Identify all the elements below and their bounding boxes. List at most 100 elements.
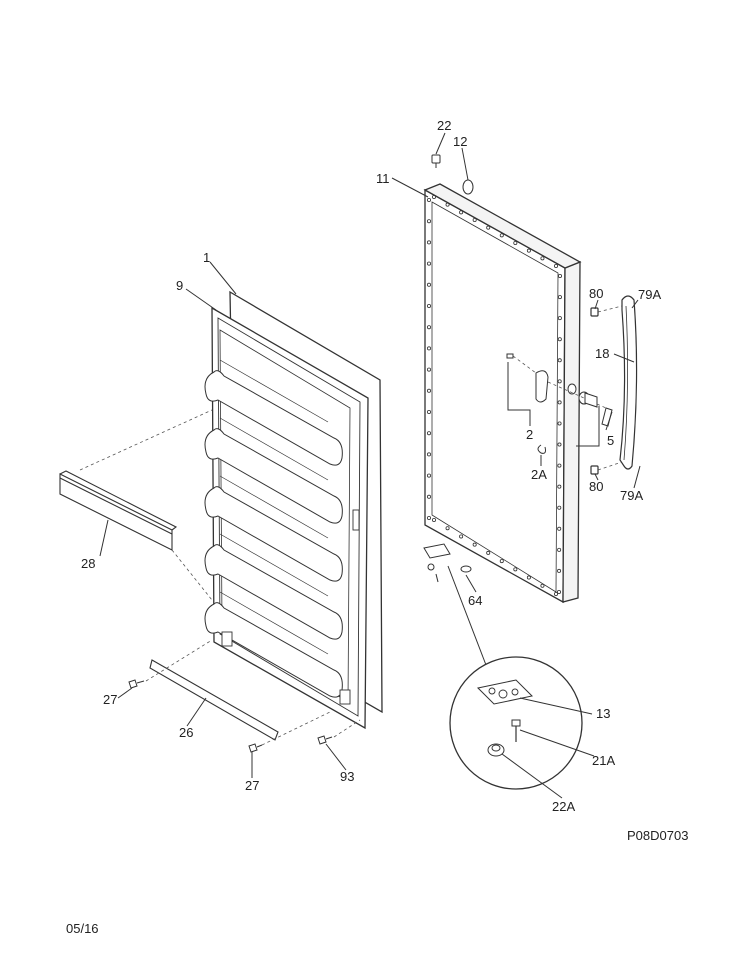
mounting-hole xyxy=(431,194,436,199)
mounting-hole xyxy=(472,217,477,222)
mounting-hole xyxy=(486,550,491,555)
door-shelf xyxy=(204,370,343,466)
mounting-hole xyxy=(557,379,562,384)
screws xyxy=(128,679,333,753)
mounting-hole xyxy=(426,282,431,287)
mounting-hole xyxy=(426,388,431,393)
mounting-hole xyxy=(557,505,562,510)
shelf-bar xyxy=(59,470,178,551)
mounting-hole xyxy=(557,316,562,321)
mounting-hole xyxy=(426,409,431,414)
label-27-left: 27 xyxy=(103,692,117,707)
label-80-bottom: 80 xyxy=(589,479,603,494)
label-80-top: 80 xyxy=(589,286,603,301)
door-handle xyxy=(590,295,638,475)
mounting-hole xyxy=(526,575,531,580)
mounting-hole xyxy=(426,303,431,308)
mounting-hole xyxy=(499,559,504,564)
mounting-hole xyxy=(557,400,562,405)
label-27-bottom: 27 xyxy=(245,778,259,793)
mounting-hole xyxy=(557,526,562,531)
mounting-hole xyxy=(426,346,431,351)
mounting-hole xyxy=(557,358,562,363)
door-shelf-edge xyxy=(219,475,329,539)
mounting-hole xyxy=(557,442,562,447)
label-11: 11 xyxy=(376,171,390,186)
label-93: 93 xyxy=(340,769,354,784)
door-shelf xyxy=(204,428,343,524)
dashed-guide-lines-door xyxy=(512,305,623,471)
label-9: 9 xyxy=(176,278,183,293)
mounting-hole xyxy=(557,568,562,573)
door-shelf-edge xyxy=(219,533,329,597)
mounting-hole xyxy=(459,210,464,215)
bottom-hinge-parts xyxy=(423,543,472,583)
label-2a: 2A xyxy=(531,467,547,482)
mounting-hole xyxy=(557,337,562,342)
mounting-hole xyxy=(459,534,464,539)
door-shelf-edge xyxy=(219,591,329,655)
mounting-hole xyxy=(445,526,450,531)
mounting-hole xyxy=(426,431,431,436)
mounting-hole xyxy=(472,542,477,547)
door-shelves xyxy=(204,359,343,698)
door-top-parts xyxy=(431,154,474,195)
mounting-hole xyxy=(554,263,559,268)
mounting-hole xyxy=(426,516,431,521)
liner-fittings xyxy=(221,509,360,705)
mounting-hole xyxy=(486,225,491,230)
mounting-hole xyxy=(513,240,518,245)
mounting-hole xyxy=(557,547,562,552)
mounting-hole xyxy=(526,248,531,253)
mounting-hole xyxy=(540,256,545,261)
mounting-hole xyxy=(426,473,431,478)
mounting-hole xyxy=(557,463,562,468)
mounting-hole xyxy=(426,219,431,224)
mounting-hole xyxy=(426,261,431,266)
label-22a: 22A xyxy=(552,799,575,814)
mounting-hole xyxy=(557,421,562,426)
door-shelf-edge xyxy=(219,417,329,481)
door-mounting-holes xyxy=(426,194,563,597)
part-number-labels: 22 12 11 1 9 80 79A 18 2 5 2A 80 79A 28 … xyxy=(81,118,661,814)
label-18: 18 xyxy=(595,346,609,361)
mounting-hole xyxy=(426,197,431,202)
mounting-hole xyxy=(426,494,431,499)
label-13: 13 xyxy=(596,706,610,721)
mounting-hole xyxy=(540,583,545,588)
mounting-hole xyxy=(445,202,450,207)
mounting-hole xyxy=(431,518,436,523)
door-shelf-edge xyxy=(219,359,329,423)
label-28: 28 xyxy=(81,556,95,571)
label-5: 5 xyxy=(607,433,614,448)
label-21a: 21A xyxy=(592,753,615,768)
mounting-hole xyxy=(426,240,431,245)
label-26: 26 xyxy=(179,725,193,740)
drawing-code: P08D0703 xyxy=(627,828,689,843)
label-22: 22 xyxy=(437,118,451,133)
door-shelf xyxy=(204,544,343,640)
mounting-hole xyxy=(558,273,563,278)
bottom-trim-strip xyxy=(149,659,279,741)
mounting-hole xyxy=(426,367,431,372)
mounting-hole xyxy=(557,590,562,595)
hinge-detail-circle xyxy=(447,565,583,790)
dashed-guide-lines-liner xyxy=(79,409,361,746)
door-shelf xyxy=(204,486,343,582)
mounting-hole xyxy=(554,592,559,597)
outer-door-panel xyxy=(423,183,582,604)
mounting-hole xyxy=(513,567,518,572)
mounting-hole xyxy=(426,325,431,330)
revision-date: 05/16 xyxy=(66,921,99,936)
label-79a-top: 79A xyxy=(638,287,661,302)
label-79a-bottom: 79A xyxy=(620,488,643,503)
label-1: 1 xyxy=(203,250,210,265)
label-2: 2 xyxy=(526,427,533,442)
mounting-hole xyxy=(557,295,562,300)
leader-lines xyxy=(99,132,641,799)
mounting-hole xyxy=(499,233,504,238)
label-12: 12 xyxy=(453,134,467,149)
mounting-hole xyxy=(426,452,431,457)
door-stop-assembly xyxy=(506,353,613,454)
